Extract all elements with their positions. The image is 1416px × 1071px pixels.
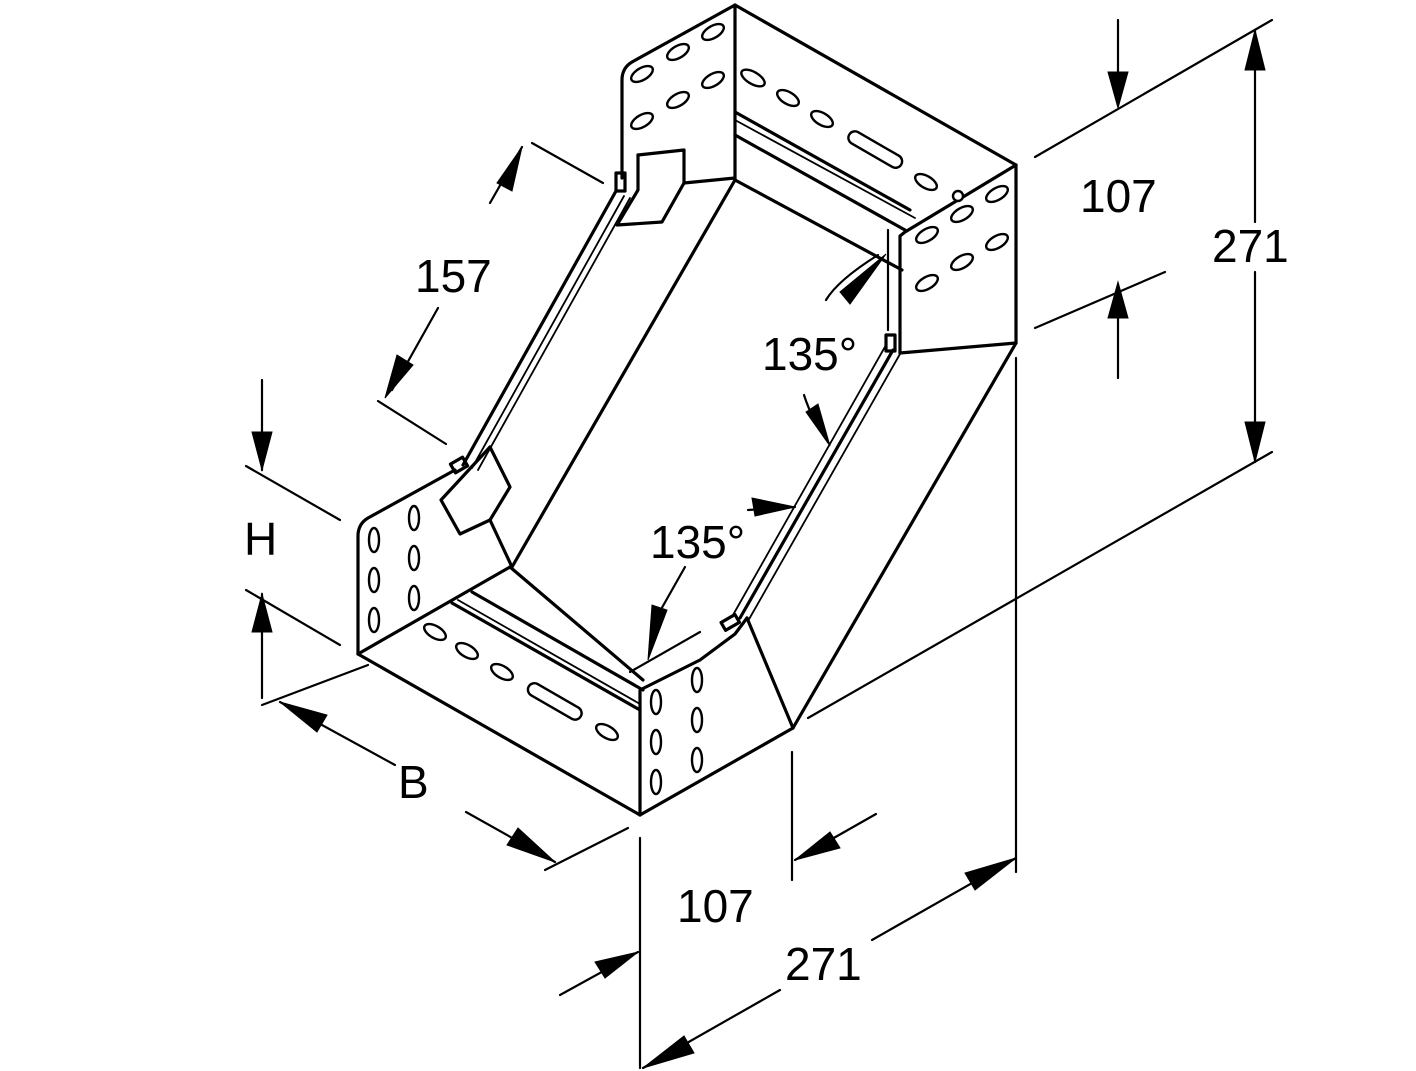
label-angle-lower: 135° [650,516,745,568]
label-height-h: H [244,513,277,565]
sloped-section [461,178,1018,730]
dimension-lines [244,18,1274,1070]
label-width-b: B [398,756,429,808]
label-side-length: 157 [415,250,492,302]
upper-right-plate-holes [914,184,1010,293]
lower-section [356,445,795,817]
upper-wall-holes [740,68,965,203]
label-top-height: 107 [1080,170,1157,222]
label-right-height: 271 [1212,220,1289,272]
upper-section [614,3,1018,355]
label-bottom-length: 271 [785,938,862,990]
label-bottom-depth: 107 [677,880,754,932]
lower-left-plate-holes [367,504,421,634]
lower-right-plate-holes [649,666,704,796]
upper-left-plate-holes [629,22,726,131]
lower-floor-holes [422,622,620,742]
label-angle-upper: 135° [762,328,857,380]
dimension-labels: 107 271 157 135° 135° H B 107 271 [244,170,1289,990]
